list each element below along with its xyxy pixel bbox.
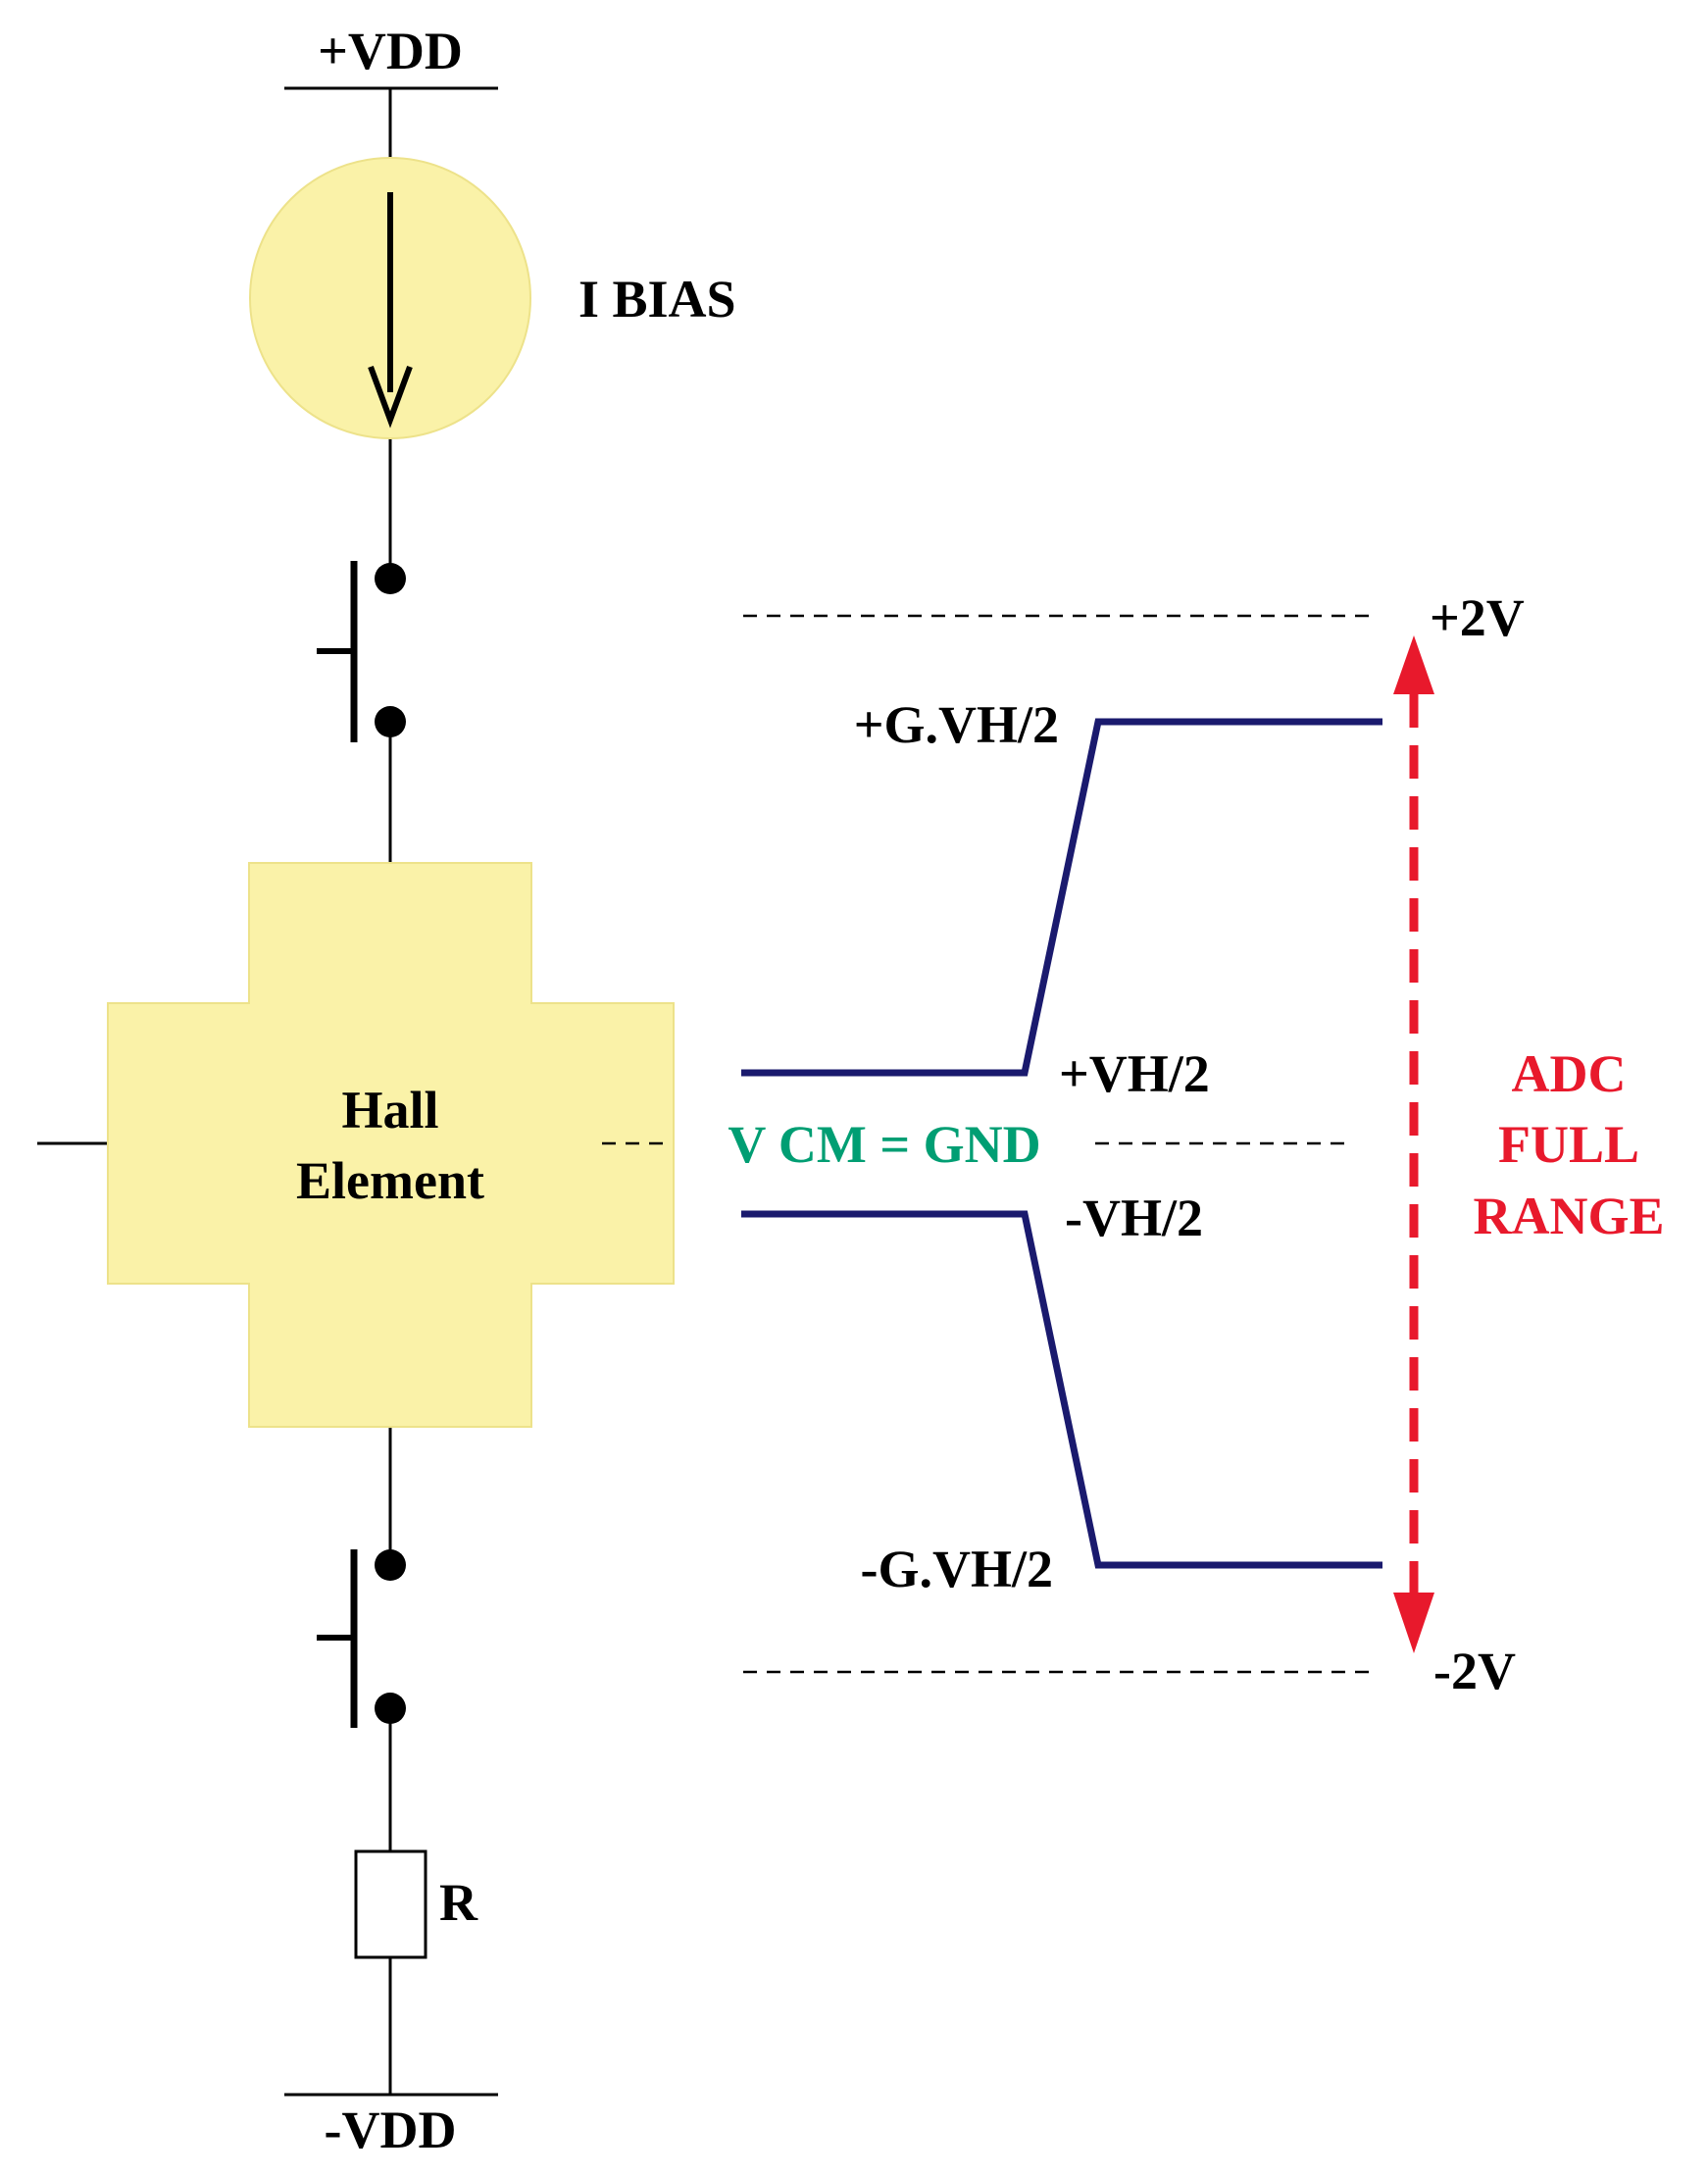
resistor-label: R (439, 1873, 478, 1932)
hall-element: Hall Element (107, 862, 675, 1428)
pos-gain-label: +G.VH/2 (854, 695, 1059, 754)
neg-gain-label: -G.VH/2 (861, 1540, 1054, 1598)
hall-element-label-line1: Hall (341, 1081, 438, 1139)
adc-range-arrow (1393, 635, 1434, 1653)
hall-element-label-line2: Element (296, 1151, 484, 1210)
pos-vh-label: +VH/2 (1059, 1044, 1210, 1103)
neg-vh-label: -VH/2 (1065, 1189, 1203, 1247)
signal-traces (741, 718, 1382, 1569)
positive-supply-rail: +VDD (284, 22, 498, 90)
adc-arrow-head-up (1393, 635, 1434, 694)
negative-signal-trace (741, 1210, 1382, 1569)
negative-supply-label: -VDD (325, 2100, 457, 2159)
negative-supply-rail: -VDD (284, 2093, 498, 2159)
positive-signal-trace (741, 718, 1382, 1077)
adc-range-label-line1: ADC (1512, 1044, 1627, 1103)
signal-labels: +G.VH/2 +VH/2 V CM = GND -VH/2 -G.VH/2 (728, 695, 1209, 1598)
adc-range-label-line3: RANGE (1473, 1187, 1664, 1245)
positive-supply-label: +VDD (318, 22, 463, 80)
adc-bottom-limit-label: -2V (1433, 1642, 1516, 1700)
circuit-wires (37, 88, 392, 2095)
common-mode-label: V CM = GND (728, 1115, 1040, 1174)
adc-arrow-head-down (1393, 1593, 1434, 1653)
adc-labels: +2V -2V ADC FULL RANGE (1430, 588, 1665, 1700)
reference-lines (602, 614, 1373, 1674)
top-switch (317, 561, 406, 742)
adc-range-label-line2: FULL (1498, 1115, 1639, 1174)
bottom-switch (317, 1549, 406, 1728)
current-source-label: I BIAS (578, 270, 736, 329)
current-source: I BIAS (249, 157, 736, 439)
resistor: R (354, 1849, 478, 1959)
adc-top-limit-label: +2V (1430, 588, 1525, 647)
